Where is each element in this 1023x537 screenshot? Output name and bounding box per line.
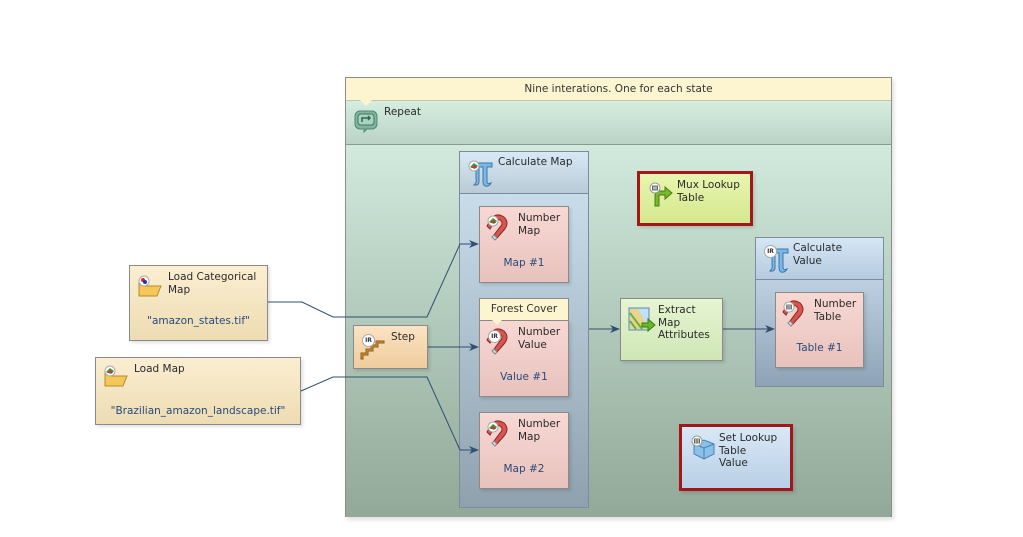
- calculate-value-header[interactable]: IR Calculate Value: [756, 238, 883, 280]
- comment-pointer: [360, 100, 372, 106]
- node-title: Load Map: [134, 363, 185, 375]
- step-node[interactable]: IR Step: [353, 325, 428, 369]
- port-type-line2: Table: [814, 311, 842, 323]
- repeat-header[interactable]: Repeat: [346, 101, 891, 145]
- number-table-port[interactable]: Number Table Table #1: [775, 292, 864, 368]
- node-title-line1: Mux Lookup: [677, 179, 740, 191]
- magnet-map-icon: [486, 419, 512, 447]
- folder-categorical-map-icon: [137, 274, 163, 300]
- forest-cover-comment: Forest Cover: [479, 298, 569, 321]
- calculate-map-title: Calculate Map: [498, 156, 573, 168]
- set-lookup-table-value-node[interactable]: Set Lookup Table Value: [679, 424, 793, 491]
- magnet-table-icon: [782, 299, 808, 327]
- repeat-icon: [354, 109, 378, 134]
- number-map-port-1[interactable]: Number Map Map #1: [479, 206, 569, 283]
- mux-lookup-table-node[interactable]: Mux Lookup Table: [637, 171, 753, 226]
- extract-map-icon: [628, 307, 656, 333]
- port-type-line1: Number: [814, 298, 857, 310]
- step-title: Step: [391, 331, 415, 343]
- node-title-line1: Extract: [658, 304, 696, 316]
- magnet-map-icon: [486, 213, 512, 241]
- port-type-line2: Map: [518, 431, 541, 443]
- load-categorical-map-node[interactable]: Load Categorical Map "amazon_states.tif": [129, 265, 268, 341]
- node-title-line2: Map: [658, 317, 681, 329]
- folder-map-icon: [103, 364, 129, 390]
- ir-badge: IR: [488, 330, 501, 343]
- port-value: Value #1: [500, 371, 548, 383]
- node-title-line1: Load Categorical: [168, 271, 257, 283]
- ir-badge: IR: [362, 334, 375, 347]
- port-type-line2: Value: [518, 339, 547, 351]
- mux-arrow-icon: [649, 182, 675, 208]
- step-stairs-icon: [360, 335, 386, 361]
- number-map-port-2[interactable]: Number Map Map #2: [479, 412, 569, 489]
- comment-pointer: [492, 320, 502, 325]
- extract-map-attributes-node[interactable]: Extract Map Attributes: [620, 298, 723, 361]
- repeat-title: Repeat: [384, 106, 421, 118]
- file-value: "Brazilian_amazon_landscape.tif": [110, 405, 286, 417]
- port-value: Map #2: [503, 463, 545, 475]
- calculate-value-title-line1: Calculate: [793, 242, 843, 254]
- port-value: Map #1: [503, 257, 545, 269]
- calculate-value-title-line2: Value: [793, 255, 822, 267]
- node-title-line2: Table: [719, 445, 747, 457]
- port-type-line1: Number: [518, 212, 561, 224]
- ir-badge: IR: [764, 245, 777, 258]
- port-type-line1: Number: [518, 418, 561, 430]
- pi-map-icon: [468, 159, 494, 187]
- repeat-comment: Nine interations. One for each state: [346, 78, 891, 101]
- node-title-line2: Table: [677, 192, 705, 204]
- load-map-node[interactable]: Load Map "Brazilian_amazon_landscape.tif…: [95, 357, 301, 425]
- number-value-port[interactable]: IR Number Value Value #1: [479, 320, 569, 397]
- node-title-line3: Value: [719, 457, 748, 469]
- file-value: "amazon_states.tif": [147, 315, 250, 327]
- port-type-line1: Number: [518, 326, 561, 338]
- node-title-line1: Set Lookup: [719, 432, 778, 444]
- port-type-line2: Map: [518, 225, 541, 237]
- node-title-line3: Attributes: [658, 329, 710, 341]
- node-title-line2: Map: [168, 284, 191, 296]
- port-value: Table #1: [796, 342, 843, 354]
- table-box-icon: [691, 435, 717, 461]
- calculate-map-header[interactable]: Calculate Map: [460, 152, 588, 194]
